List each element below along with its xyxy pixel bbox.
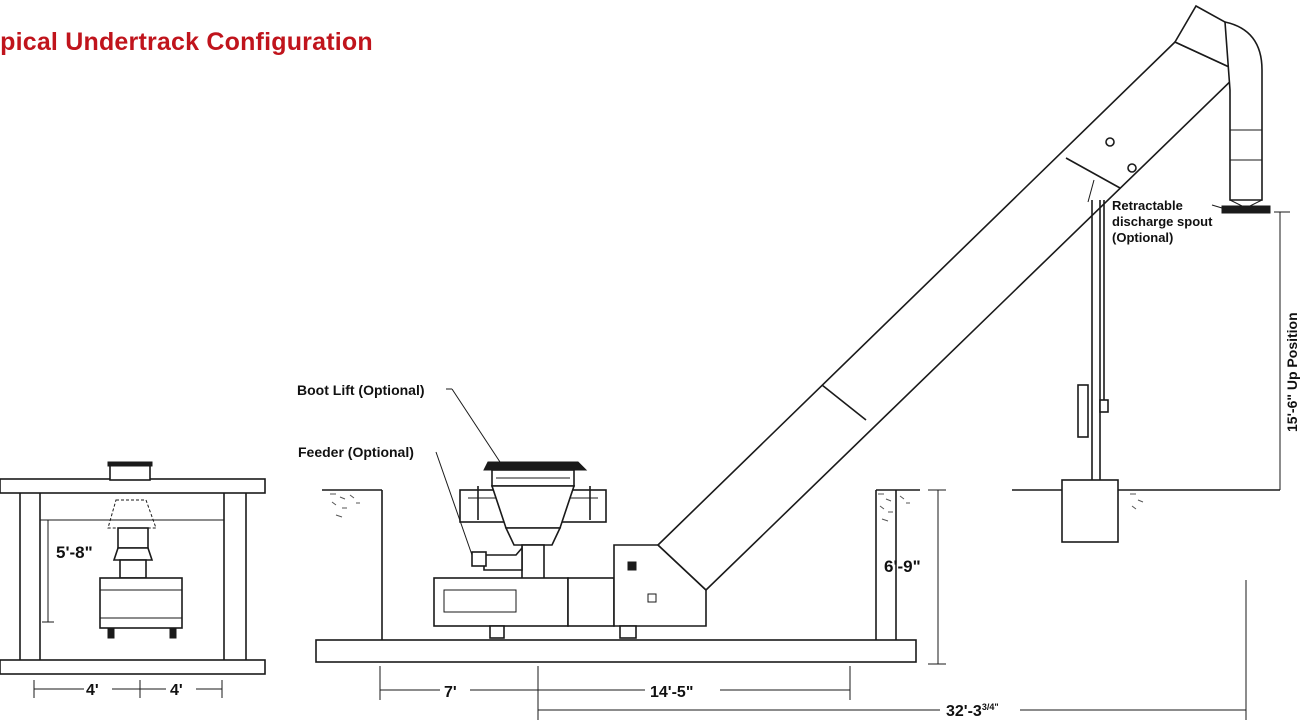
side-view <box>315 4 1290 720</box>
dim-end-right-width: 4' <box>170 682 183 699</box>
callout-spout-line2: discharge spout <box>1112 214 1213 229</box>
callout-spout-line1: Retractable <box>1112 198 1183 213</box>
dim-pit-span: 14'-5" <box>650 684 693 701</box>
dim-total-length-fraction: 3/4" <box>982 702 999 712</box>
dim-total-length: 32'-33/4" <box>946 702 999 720</box>
end-view <box>0 461 266 698</box>
callout-spout-line3: (Optional) <box>1112 230 1173 245</box>
dim-boot-offset: 7' <box>444 684 457 701</box>
callout-boot-lift: Boot Lift (Optional) <box>297 382 425 398</box>
dim-end-left-width: 4' <box>86 682 99 699</box>
dim-end-height: 5'-8" <box>56 543 93 562</box>
callout-feeder: Feeder (Optional) <box>298 444 414 460</box>
dim-total-length-main: 32'-3 <box>946 703 982 720</box>
page-title: ypical Undertrack Configuration <box>0 28 373 56</box>
dim-spout-height: 15'-6" Up Position <box>1284 312 1300 432</box>
dim-pit-depth: 6'-9" <box>884 557 921 576</box>
